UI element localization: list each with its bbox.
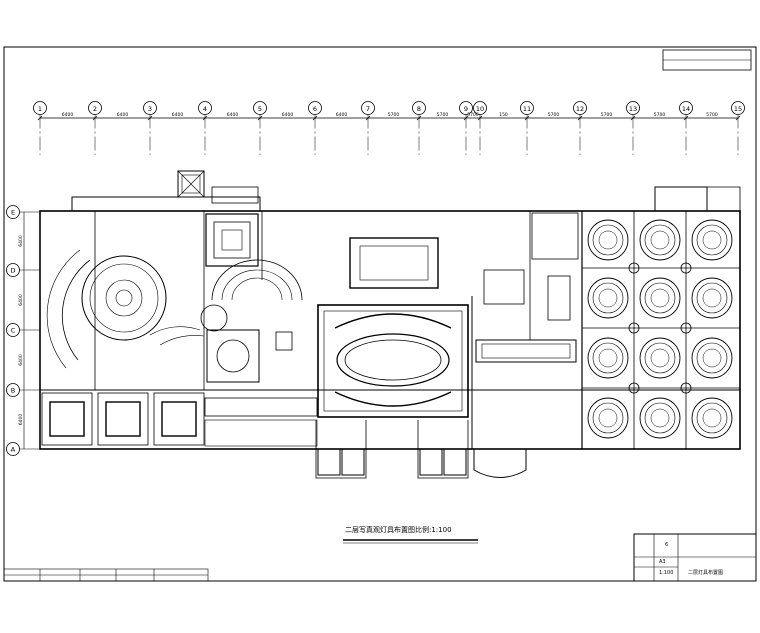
small-room (531, 212, 579, 260)
row-label-D: D (10, 266, 15, 274)
grid-label-4: 4 (203, 105, 207, 113)
oval-ceiling (336, 333, 450, 387)
grid-spacing: 6400 (336, 112, 348, 118)
column-light (628, 322, 640, 334)
bar-ceiling (349, 237, 439, 289)
grid-spacing: 5700 (388, 112, 400, 118)
row-label-C: C (11, 326, 16, 334)
row-grid: E D C B A 6400 6400 6400 6400 (6, 205, 40, 456)
round-ceiling-left (81, 255, 167, 341)
grid-label-8: 8 (417, 105, 421, 113)
grid-spacing: 6400 (62, 112, 74, 118)
dome-ceiling (691, 337, 733, 379)
grid-spacing: 6400 (117, 112, 129, 118)
corner-mark: 6 (665, 542, 668, 548)
grid-label-5: 5 (258, 105, 262, 113)
grid-spacing: 5700 (601, 112, 613, 118)
dome-ceiling (639, 277, 681, 319)
dome-ceiling (639, 219, 681, 261)
square-ceiling-top (205, 213, 259, 267)
title-block (633, 533, 757, 582)
grid-label-15: 15 (734, 105, 742, 113)
floor-plan (39, 170, 741, 479)
grid-label-12: 12 (576, 105, 584, 113)
grid-spacing: 5700 (467, 112, 479, 118)
column-light (680, 262, 692, 274)
grid-spacing: 5700 (654, 112, 666, 118)
row-spacing: 6400 (18, 235, 24, 247)
grid-label-2: 2 (93, 105, 97, 113)
ballroom-ceiling (582, 211, 740, 449)
grid-spacing: 5700 (548, 112, 560, 118)
dome-ceiling (639, 337, 681, 379)
grid-label-3: 3 (148, 105, 152, 113)
grid-label-13: 13 (629, 105, 637, 113)
revision-strip (3, 568, 209, 582)
dome-ceiling (587, 337, 629, 379)
header-strip (662, 49, 752, 71)
dome-ceiling (691, 277, 733, 319)
grid-label-7: 7 (366, 105, 370, 113)
elevator-4 (443, 448, 467, 476)
paper-size: A3 (659, 559, 666, 565)
stair-treads-left (211, 186, 259, 204)
row-spacing: 6400 (18, 414, 24, 426)
dining-room-2 (97, 392, 149, 446)
dining-room-3 (153, 392, 205, 446)
grid-spacing: 6400 (172, 112, 184, 118)
grid-spacing: 5700 (706, 112, 718, 118)
grid-label-14: 14 (682, 105, 690, 113)
grid-spacing: 150 (499, 112, 508, 118)
row-spacing: 6400 (18, 354, 24, 366)
dome-ceiling (587, 277, 629, 319)
elevator-3 (419, 448, 443, 476)
column-light (628, 382, 640, 394)
dome-ceiling (691, 397, 733, 439)
column-light (628, 262, 640, 274)
grid-label-11: 11 (523, 105, 531, 113)
row-label-E: E (11, 208, 15, 216)
sheet-name: 二层灯具布置图 (688, 569, 723, 576)
main-hall (317, 304, 469, 418)
grid-spacing: 6400 (282, 112, 294, 118)
scale-value: 1:100 (659, 570, 673, 576)
row-spacing: 6400 (18, 294, 24, 306)
grid-label-6: 6 (313, 105, 317, 113)
grid-label-10: 10 (476, 105, 484, 113)
column-light (680, 382, 692, 394)
grid-label-1: 1 (38, 105, 42, 113)
dining-room-1 (41, 392, 93, 446)
square-ceiling-mid (206, 329, 260, 383)
row-label-A: A (11, 445, 16, 453)
dome-ceiling (587, 397, 629, 439)
elevator-1 (317, 448, 341, 476)
sheet-border (3, 46, 757, 582)
column-light (680, 322, 692, 334)
grid-label-9: 9 (464, 105, 468, 113)
dome-ceiling (691, 219, 733, 261)
stair-top-right (654, 186, 708, 212)
stair-core (473, 449, 527, 478)
dome-ceiling (587, 219, 629, 261)
drawing-title: 二层写真观灯具布置图比例:1:100 (345, 525, 452, 534)
grid-spacing: 5700 (437, 112, 449, 118)
elevator-2 (341, 448, 365, 476)
ballroom-domes (587, 219, 733, 439)
plan-outline (39, 210, 741, 450)
row-label-B: B (11, 386, 15, 394)
dome-ceiling (639, 397, 681, 439)
grid-spacing: 6400 (227, 112, 239, 118)
